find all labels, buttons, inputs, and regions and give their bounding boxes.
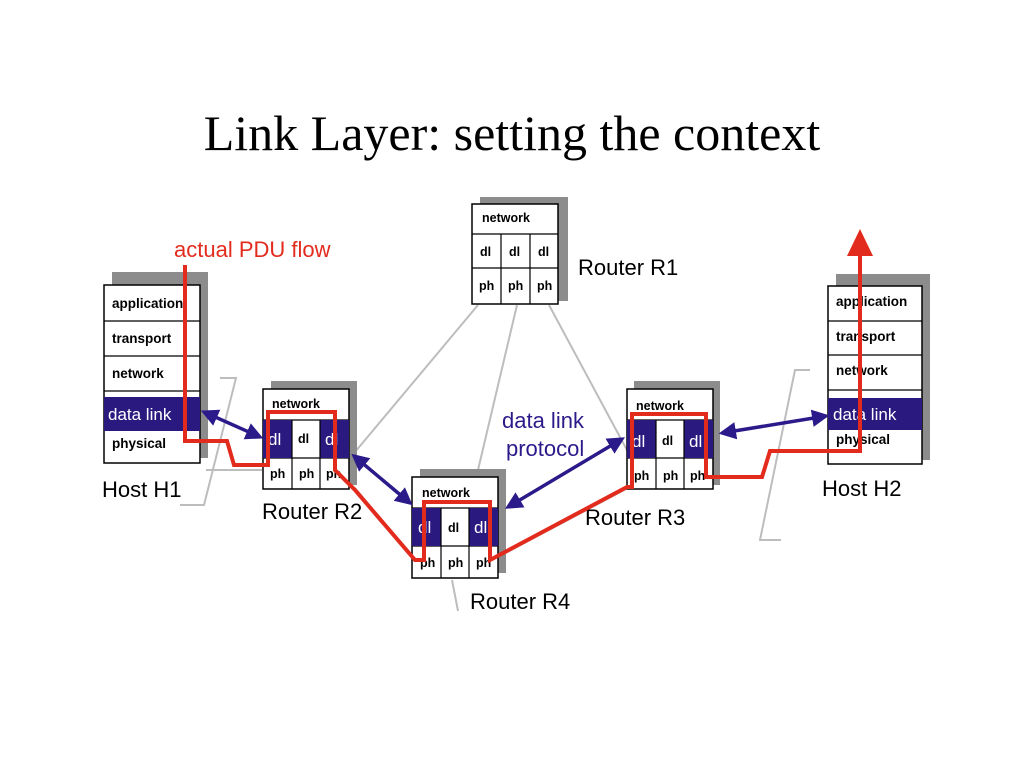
router-r4-network: network <box>422 486 470 500</box>
bracket-h2 <box>758 369 810 541</box>
router-r4-ph-2: ph <box>448 556 463 570</box>
router-r1-dl-1: dl <box>480 245 491 259</box>
protocol-arrow-h1-r2 <box>200 409 264 440</box>
router-r2: network dl dl dl ph ph ph Router R2 <box>262 381 362 524</box>
router-r3-ph-3: ph <box>690 469 705 483</box>
router-r1-ph-2: ph <box>508 279 523 293</box>
router-r4-label: Router R4 <box>470 589 570 614</box>
host-h2: application transport network data link … <box>822 274 930 501</box>
router-r3-ph-2: ph <box>663 469 678 483</box>
host-h1-label: Host H1 <box>102 477 181 502</box>
protocol-arrow-r3-h2 <box>718 409 830 440</box>
host-h2-network: network <box>836 363 888 378</box>
router-r1-dl-3: dl <box>538 245 549 259</box>
router-r2-dl-1: dl <box>268 430 281 449</box>
link-r1-r3 <box>548 304 629 453</box>
router-r2-ph-2: ph <box>299 467 314 481</box>
router-r1: network dl dl dl ph ph ph Router R1 <box>471 197 678 305</box>
router-r1-label: Router R1 <box>578 255 678 280</box>
router-r3: network dl dl dl ph ph ph Router R3 <box>585 381 720 530</box>
router-r1-ph-1: ph <box>479 279 494 293</box>
router-r2-label: Router R2 <box>262 499 362 524</box>
router-r3-ph-1: ph <box>634 469 649 483</box>
host-h2-application: application <box>836 294 907 309</box>
host-h1: application transport network data link … <box>102 272 208 502</box>
host-h1-network: network <box>112 366 164 381</box>
router-r3-network: network <box>636 399 684 413</box>
protocol-arrow-r2-r4 <box>351 453 413 506</box>
router-r4-ph-3: ph <box>476 556 491 570</box>
protocol-arrows <box>200 409 830 509</box>
protocol-label-line1: data link <box>502 408 585 433</box>
router-r3-label: Router R3 <box>585 505 685 530</box>
router-r1-dl-2: dl <box>509 245 520 259</box>
host-h2-label: Host H2 <box>822 476 901 501</box>
router-r4-dl-3: dl <box>474 518 487 537</box>
host-h1-physical: physical <box>112 436 166 451</box>
router-r1-ph-3: ph <box>537 279 552 293</box>
router-r1-network: network <box>482 211 530 225</box>
pdu-flow-label: actual PDU flow <box>174 237 331 262</box>
host-h1-data-link: data link <box>108 405 172 424</box>
router-r4-dl-2: dl <box>448 521 459 535</box>
router-r3-dl-3: dl <box>689 432 702 451</box>
pdu-flow-path <box>183 255 862 564</box>
bracket-r4-bottom <box>451 579 459 612</box>
link-r1-r4 <box>477 304 518 471</box>
host-h1-transport: transport <box>112 331 172 346</box>
router-r3-dl-2: dl <box>662 434 673 448</box>
host-h2-transport: transport <box>836 329 896 344</box>
router-r2-dl-2: dl <box>298 432 309 446</box>
router-r2-network: network <box>272 397 320 411</box>
host-h2-physical: physical <box>836 432 890 447</box>
router-r4: network dl dl dl ph ph ph Router R4 <box>411 469 570 614</box>
router-r3-dl-1: dl <box>632 432 645 451</box>
protocol-label-line2: protocol <box>506 436 584 461</box>
host-h2-data-link: data link <box>833 405 897 424</box>
link-r1-r2 <box>354 304 479 453</box>
host-h1-application: application <box>112 296 183 311</box>
router-r2-ph-1: ph <box>270 467 285 481</box>
slide-title: Link Layer: setting the context <box>203 105 821 161</box>
protocol-arrow-r4-r3 <box>504 437 626 509</box>
pdu-flow-arrowhead <box>847 229 873 256</box>
